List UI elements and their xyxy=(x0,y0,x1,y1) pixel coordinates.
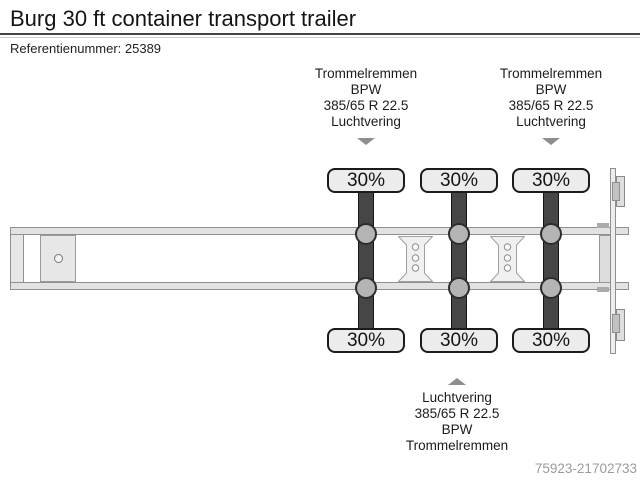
chassis-crossmember xyxy=(398,236,433,282)
axle3-spec-label: Trommelremmen BPW 385/65 R 22.5 Luchtver… xyxy=(476,66,626,130)
spec-line: Luchtvering xyxy=(516,114,586,129)
rear-rail-bracket xyxy=(597,287,609,292)
reference-number: Referentienummer: 25389 xyxy=(10,41,162,56)
tire-load-badge: 30% xyxy=(327,168,405,193)
tire-load-badge: 30% xyxy=(420,328,498,353)
spec-line: BPW xyxy=(441,422,473,437)
axle2-spec-label: Luchtvering 385/65 R 22.5 BPW Trommelrem… xyxy=(382,390,532,454)
spec-line: Luchtvering xyxy=(331,114,401,129)
axle-beam xyxy=(358,180,374,342)
spec-line: Luchtvering xyxy=(422,390,492,405)
tire-load-badge: 30% xyxy=(420,168,498,193)
spec-line: Trommelremmen xyxy=(499,66,603,81)
spec-line: 385/65 R 22.5 xyxy=(414,406,500,421)
spec-line: 385/65 R 22.5 xyxy=(323,98,409,113)
arrow-down-icon xyxy=(357,138,375,145)
rear-bumper-bar xyxy=(610,168,616,354)
listing-watermark-id: 75923-21702733 xyxy=(534,461,637,476)
kingpin-icon xyxy=(54,254,63,263)
suspension-bellow xyxy=(448,223,470,245)
spec-line: 385/65 R 22.5 xyxy=(508,98,594,113)
tire-load-badge: 30% xyxy=(512,168,590,193)
suspension-bellow xyxy=(540,223,562,245)
suspension-bellow xyxy=(355,277,377,299)
axle1-spec-label: Trommelremmen BPW 385/65 R 22.5 Luchtver… xyxy=(291,66,441,130)
trailer-front-wall xyxy=(10,227,24,290)
rear-rail-bracket xyxy=(597,223,609,228)
spec-line: BPW xyxy=(535,82,567,97)
tire-load-badge: 30% xyxy=(327,328,405,353)
arrow-up-icon xyxy=(448,378,466,385)
chassis-bottom-rail xyxy=(10,282,629,290)
header-divider-shadow xyxy=(0,37,640,38)
spec-line: Trommelremmen xyxy=(405,438,509,453)
axle-beam xyxy=(543,180,559,342)
spec-line: Trommelremmen xyxy=(314,66,418,81)
chassis-crossmember xyxy=(490,236,525,282)
suspension-bellow xyxy=(540,277,562,299)
suspension-bellow xyxy=(355,223,377,245)
tire-load-badge: 30% xyxy=(512,328,590,353)
header-divider xyxy=(0,33,640,35)
axle-beam xyxy=(451,180,467,342)
page-title: Burg 30 ft container transport trailer xyxy=(10,6,357,31)
arrow-down-icon xyxy=(542,138,560,145)
container-lock-top xyxy=(612,182,620,201)
chassis-top-rail xyxy=(10,227,629,235)
suspension-bellow xyxy=(448,277,470,299)
container-lock-bottom xyxy=(612,314,620,333)
spec-line: BPW xyxy=(350,82,382,97)
